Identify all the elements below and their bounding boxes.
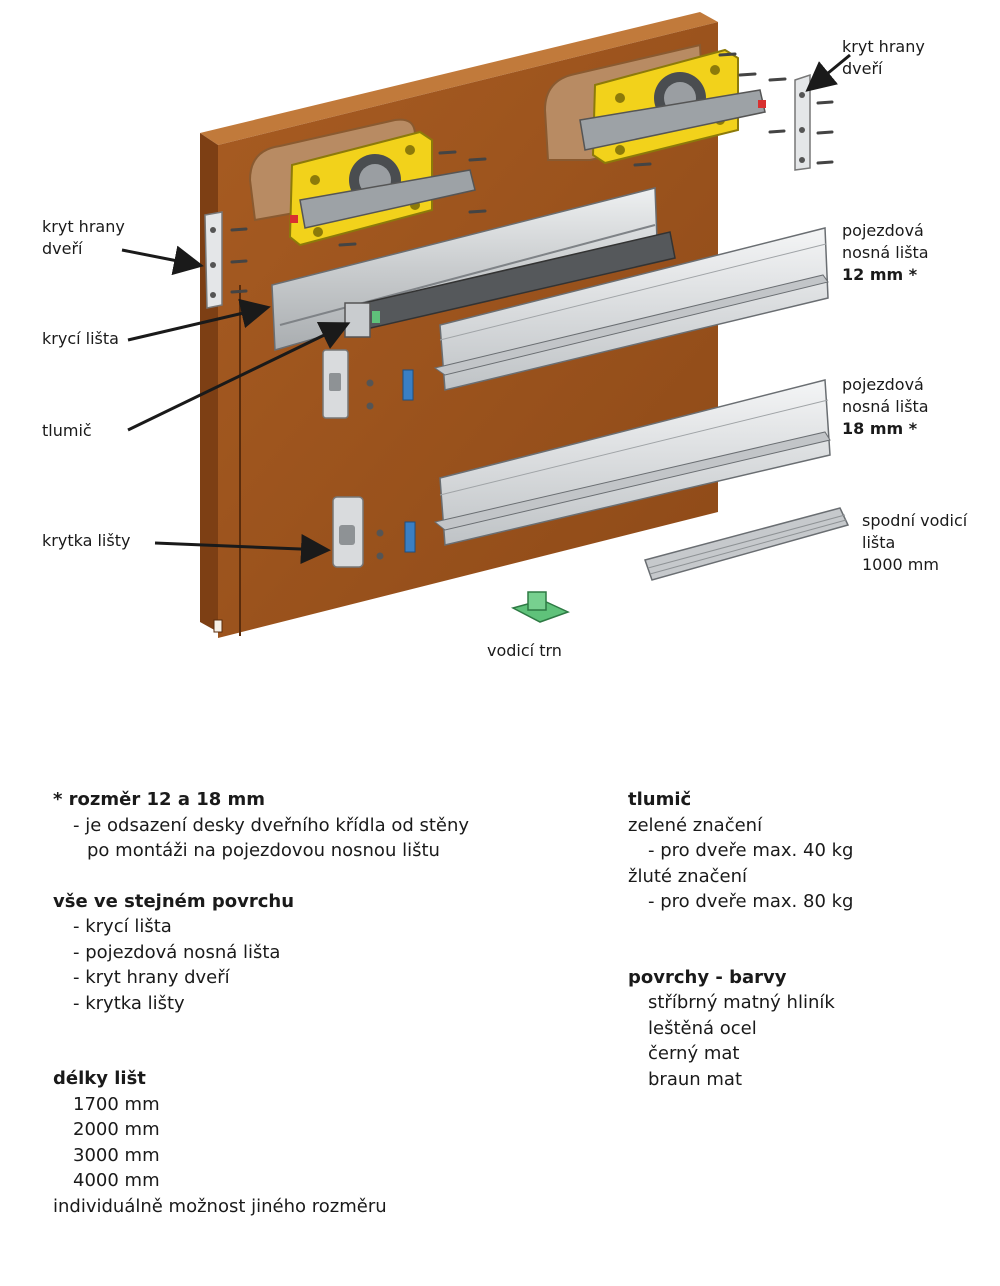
track-rail-18mm — [433, 379, 831, 546]
note-line: 1700 mm — [73, 1093, 160, 1115]
label-track-rail-18mm: pojezdová nosná lišta 18 mm * — [842, 374, 929, 440]
door-side-edge — [200, 133, 218, 632]
label-line: 1000 mm — [862, 555, 939, 574]
note-damper-heading: tlumič — [628, 789, 692, 810]
note-line: 4000 mm — [73, 1170, 160, 1191]
label-edge-cover-left: kryt hrany dveří — [42, 216, 125, 260]
rail-clips — [366, 369, 416, 560]
label-line: spodní vodicí — [862, 511, 968, 530]
note-line: stříbrný matný hliník — [648, 992, 835, 1013]
note-line: - je odsazení desky dveřního křídla od s… — [73, 814, 470, 836]
note-line: - pro dveře max. 80 kg — [648, 891, 854, 912]
label-line: 18 mm * — [842, 419, 918, 438]
carriage-right — [579, 48, 766, 165]
label-line: 12 mm * — [842, 265, 918, 284]
screws-carriages — [338, 52, 787, 247]
note-dimension-heading: * rozměr 12 a 18 mm — [53, 789, 266, 810]
door-top-edge — [200, 12, 718, 145]
rail-end-cap-bottom — [332, 496, 364, 568]
note-line: žluté značení — [628, 865, 747, 887]
note-line: 2000 mm — [73, 1119, 160, 1140]
label-line: pojezdová — [842, 375, 924, 394]
notes-left: * rozměr 12 a 18 mm - je odsazení desky … — [53, 787, 469, 1219]
edge-cover-right — [768, 73, 834, 171]
carriage-left — [288, 130, 476, 247]
rail-end-cap-top — [322, 349, 349, 419]
label-rail-end-cap: krytka lišty — [42, 531, 131, 550]
label-edge-cover-right: kryt hrany dveří — [842, 36, 925, 80]
note-line: 3000 mm — [73, 1144, 160, 1166]
note-line: individuálně možnost jiného rozměru — [53, 1195, 387, 1217]
note-lengths-heading: délky lišt — [53, 1068, 146, 1089]
label-line: lišta — [862, 533, 896, 552]
note-line: - kryt hrany dveří — [73, 967, 230, 988]
label-line: dveří — [842, 59, 883, 78]
bottom-guide-rail — [644, 507, 850, 581]
sliding-door-diagram — [121, 12, 851, 638]
label-line: kryt hrany — [42, 217, 125, 236]
label-damper: tlumič — [42, 421, 92, 440]
label-line: nosná lišta — [842, 243, 929, 262]
track-rail-12mm — [433, 227, 829, 391]
note-line: zelené značení — [628, 814, 763, 836]
note-line: leštěná ocel — [648, 1017, 757, 1039]
label-line: kryt hrany — [842, 37, 925, 56]
note-line: po montáži na pojezdovou nosnou lištu — [87, 840, 440, 861]
label-track-rail-12mm: pojezdová nosná lišta 12 mm * — [842, 220, 929, 286]
note-line: - krycí lišta — [73, 916, 172, 937]
label-arrows — [121, 53, 851, 564]
label-bottom-guide-rail: spodní vodicí lišta 1000 mm — [862, 510, 967, 576]
edge-cover-left — [204, 211, 248, 309]
label-cover-rail: krycí lišta — [42, 329, 119, 348]
door-notch — [213, 619, 223, 633]
note-line: černý mat — [648, 1043, 740, 1064]
note-line: braun mat — [648, 1068, 743, 1090]
guide-pin — [510, 591, 570, 623]
label-line: nosná lišta — [842, 397, 929, 416]
damper — [344, 231, 676, 338]
notes-right: tlumič zelené značení - pro dveře max. 4… — [628, 787, 853, 1092]
note-line: - krytka lišty — [73, 992, 185, 1014]
label-line: dveří — [42, 239, 83, 258]
note-line: - pojezdová nosná lišta — [73, 941, 281, 963]
label-guide-pin: vodicí trn — [487, 641, 562, 660]
note-surface-heading: vše ve stejném povrchu — [53, 890, 295, 912]
note-colors-heading: povrchy - barvy — [628, 966, 787, 988]
note-line: - pro dveře max. 40 kg — [648, 840, 854, 861]
label-line: pojezdová — [842, 221, 924, 240]
